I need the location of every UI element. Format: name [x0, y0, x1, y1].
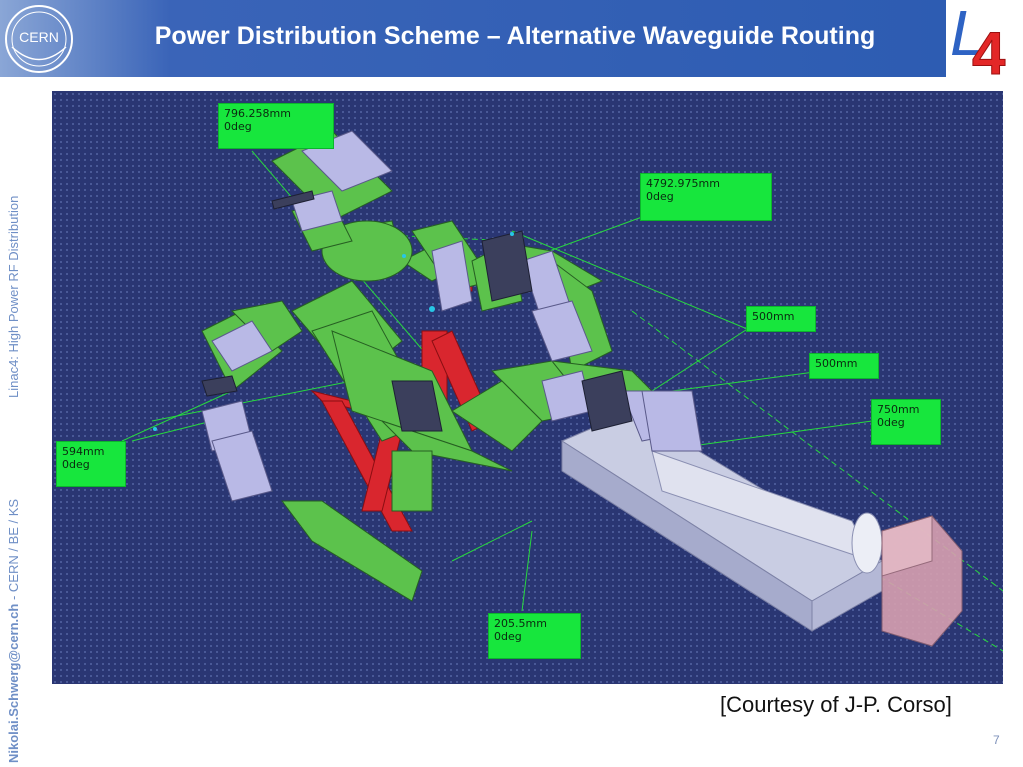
sidebar-footer-text: Nikolai.Schwerg@cern.ch - CERN / BE / KS…	[2, 85, 26, 763]
flanges	[201, 130, 703, 502]
dimension-label-500mm-b: 500mm	[809, 353, 879, 379]
slide-title: Power Distribution Scheme – Alternative …	[154, 22, 876, 50]
author-affiliation: - CERN / BE / KS	[6, 498, 21, 604]
dimension-label-500mm-a: 500mm	[746, 306, 816, 332]
slide-header: CERN Power Distribution Scheme – Alterna…	[0, 0, 946, 77]
dimension-label-4792mm: 4792.975mm 0deg	[640, 173, 772, 221]
project-name: Linac4: High Power RF Distribution	[6, 195, 21, 398]
waveguide-3d-figure: 796.258mm 0deg 4792.975mm 0deg 500mm 500…	[52, 91, 1003, 684]
image-credit: [Courtesy of J-P. Corso]	[720, 692, 952, 717]
dimension-label-205mm: 205.5mm 0deg	[488, 613, 581, 659]
waveguide-drawing	[121, 130, 1003, 652]
linac4-logo-letter: L	[950, 0, 986, 69]
cern-logo: CERN	[5, 5, 73, 73]
dimension-label-796mm: 796.258mm 0deg	[218, 103, 334, 149]
linac4-logo-digit: 4	[972, 20, 1006, 82]
author-email: Nikolai.Schwerg@cern.ch	[6, 603, 21, 763]
cern-logo-text: CERN	[19, 29, 59, 45]
dimension-label-750mm: 750mm 0deg	[871, 399, 941, 445]
klystron	[560, 410, 963, 647]
linac4-logo: L 4	[950, 0, 1007, 82]
page-number: 7	[993, 733, 1000, 747]
ribbed-sections	[201, 190, 633, 432]
dimension-label-594mm: 594mm 0deg	[56, 441, 126, 487]
markers	[153, 232, 514, 431]
